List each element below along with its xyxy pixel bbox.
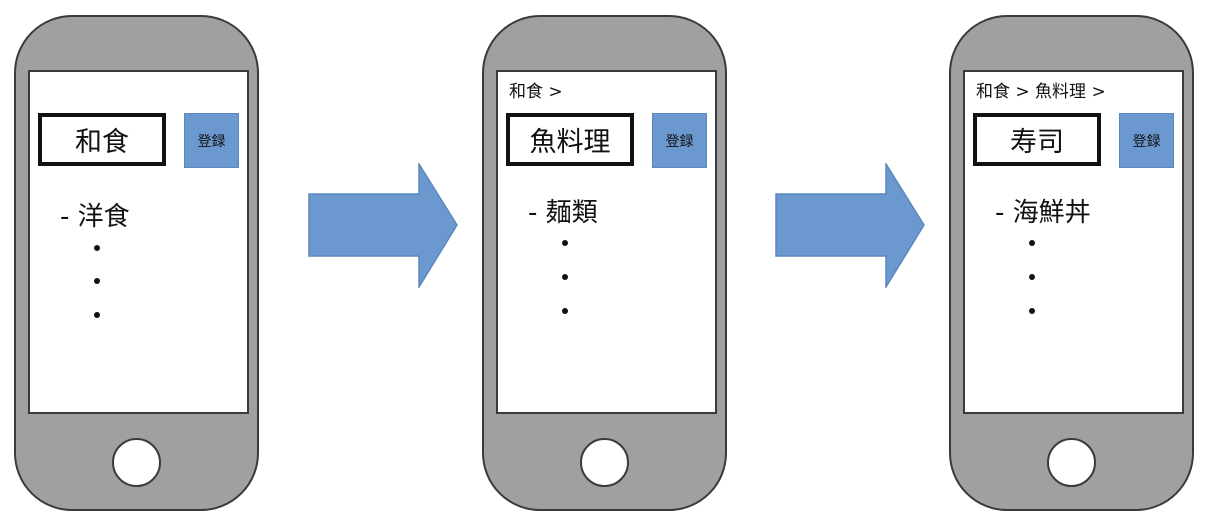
register-button[interactable]: 登録 [184,113,239,168]
ellipsis-dot [1029,240,1035,246]
phone-screen-2: 和食 > 魚料理 登録 - 麺類 [496,70,717,414]
category-list-item[interactable]: - 麺類 [528,198,598,228]
current-category-title: 寿司 [973,113,1101,166]
arrow-shape [775,163,925,288]
ellipsis-dot [562,274,568,280]
ellipsis-dot [94,312,100,318]
current-category-title: 魚料理 [506,113,634,166]
home-button[interactable] [580,438,629,487]
right-arrow-icon [775,163,925,288]
right-arrow-icon [308,163,458,288]
ellipsis-dot [562,240,568,246]
ellipsis-dot [562,308,568,314]
arrow-shape [308,163,458,288]
register-button[interactable]: 登録 [652,113,707,168]
phone-mockup-1: 和食 登録 - 洋食 [14,15,259,511]
category-list-item[interactable]: - 洋食 [60,202,130,232]
home-button[interactable] [112,438,161,487]
phone-mockup-3: 和食 > 魚料理 > 寿司 登録 - 海鮮丼 [949,15,1194,511]
phone-mockup-2: 和食 > 魚料理 登録 - 麺類 [482,15,727,511]
category-list-item[interactable]: - 海鮮丼 [995,198,1091,228]
ellipsis-dot [94,245,100,251]
ellipsis-dot [1029,308,1035,314]
ellipsis-dot [94,278,100,284]
breadcrumb[interactable]: 和食 > 魚料理 > [976,82,1106,102]
ellipsis-dot [1029,274,1035,280]
current-category-title: 和食 [38,113,166,166]
home-button[interactable] [1047,438,1096,487]
register-button[interactable]: 登録 [1119,113,1174,168]
breadcrumb[interactable]: 和食 > [509,82,563,102]
phone-screen-1: 和食 登録 - 洋食 [28,70,249,414]
phone-screen-3: 和食 > 魚料理 > 寿司 登録 - 海鮮丼 [963,70,1184,414]
